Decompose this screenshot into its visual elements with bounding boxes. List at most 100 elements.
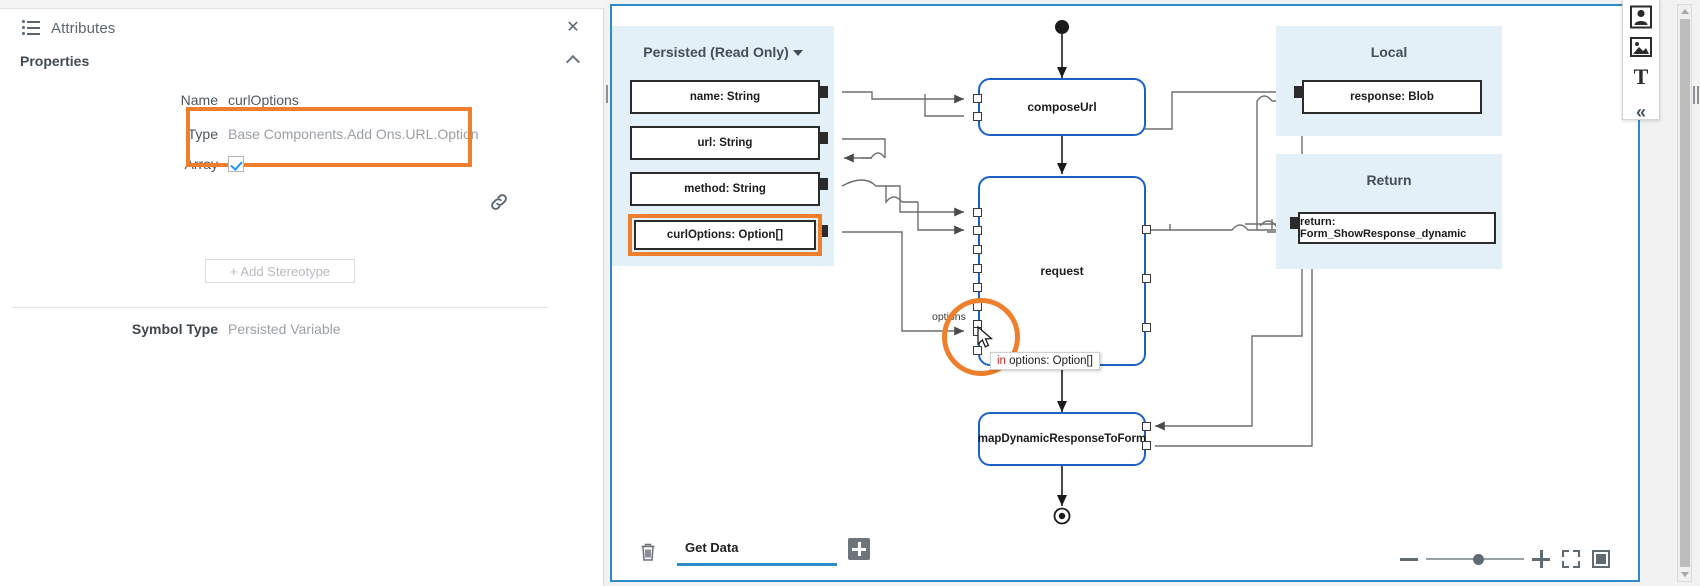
tooltip-keyword: in (997, 355, 1006, 367)
tab-get-data-label: Get Data (685, 540, 739, 555)
port-label-options: options (932, 311, 966, 323)
zoom-slider-thumb[interactable] (1473, 554, 1484, 565)
scope-persisted-title-text: Persisted (Read Only) (643, 44, 789, 60)
node-composeurl-input-port-1[interactable] (973, 94, 982, 103)
name-value[interactable]: curlOptions (228, 92, 299, 108)
zoom-controls (1400, 550, 1610, 568)
top-strip (0, 0, 604, 8)
scroll-down-arrow-icon[interactable] (1681, 572, 1689, 577)
port-tooltip: in options: Option[] (990, 352, 1100, 370)
add-tab-button[interactable] (848, 538, 870, 560)
variable-response-blob[interactable]: response: Blob (1302, 80, 1482, 114)
node-composeurl[interactable]: composeUrl (978, 78, 1146, 136)
canvas-bottom-bar: Get Data (612, 534, 1638, 580)
chevron-up-icon[interactable] (567, 53, 581, 63)
add-stereotype-button[interactable]: + Add Stereotype (205, 259, 355, 283)
right-panel-grip[interactable] (1692, 86, 1700, 104)
scope-persisted-title[interactable]: Persisted (Read Only) (612, 44, 834, 60)
scroll-thumb[interactable] (1680, 19, 1690, 567)
symbol-type-label: Symbol Type (131, 321, 218, 337)
node-label: mapDynamicResponseToForm (977, 433, 1147, 445)
chevron-down-icon[interactable] (792, 50, 803, 57)
array-checkbox[interactable] (228, 156, 244, 172)
variable-label: name: String (689, 91, 761, 103)
connector-lines (841, 20, 1313, 525)
variable-pin[interactable] (818, 86, 828, 98)
scroll-up-arrow-icon[interactable] (1681, 9, 1689, 14)
properties-form: Name curlOptions Type Base Components.Ad… (0, 85, 603, 337)
variable-pin[interactable] (818, 132, 828, 144)
variable-pin[interactable] (1290, 217, 1300, 229)
variable-pin[interactable] (818, 178, 828, 190)
shape-tool-palette: T « (1622, 0, 1660, 122)
variable-curloptions-option-array[interactable]: curlOptions: Option[] (634, 220, 816, 250)
node-request-output-port-1[interactable] (1142, 225, 1151, 234)
node-request-input-port-6[interactable] (973, 302, 982, 311)
type-value[interactable]: Base Components.Add Ons.URL.Option (228, 126, 479, 142)
tooltip-text: options: Option[] (1005, 355, 1093, 367)
type-row: Type Base Components.Add Ons.URL.Option (0, 119, 603, 149)
scope-return-title-text: Return (1366, 172, 1412, 188)
node-request-input-port-4[interactable] (973, 264, 982, 273)
variable-url-string[interactable]: url: String (630, 126, 820, 160)
node-request-input-port-options[interactable] (973, 327, 982, 336)
node-request-output-port-3[interactable] (1142, 323, 1151, 332)
node-composeurl-input-port-2[interactable] (973, 112, 982, 121)
list-icon (22, 20, 40, 35)
variable-label: return: Form_ShowResponse_dynamic (1300, 216, 1467, 240)
node-request-input-port-5[interactable] (973, 283, 982, 292)
attributes-panel-title: Attributes (51, 19, 116, 37)
link-icon[interactable] (487, 190, 511, 214)
collapse-panel-icon[interactable]: « (1635, 102, 1646, 122)
fit-to-screen-icon[interactable] (1562, 550, 1580, 568)
variable-return-form[interactable]: return: Form_ShowResponse_dynamic (1298, 212, 1496, 244)
start-node (1055, 20, 1069, 34)
symbol-type-value: Persisted Variable (228, 321, 341, 337)
node-request-input-port-3[interactable] (973, 245, 982, 254)
image-shape-icon[interactable] (1628, 34, 1654, 60)
zoom-in-icon[interactable] (1532, 550, 1550, 568)
node-request-input-port-9[interactable] (973, 346, 982, 355)
text-shape-icon[interactable]: T (1633, 64, 1649, 89)
node-mapdynamicresponsetoform[interactable]: mapDynamicResponseToForm (978, 412, 1146, 466)
array-row: Array (0, 149, 603, 179)
symbol-type-row: Symbol Type Persisted Variable (0, 321, 341, 337)
scope-local-title: Local (1276, 44, 1502, 60)
scope-return (1276, 154, 1502, 269)
node-request-input-port-2[interactable] (973, 226, 982, 235)
zoom-out-icon[interactable] (1400, 557, 1418, 561)
variable-label: curlOptions: Option[] (666, 229, 784, 241)
variable-method-string[interactable]: method: String (630, 172, 820, 206)
node-map-input-port-1[interactable] (1142, 422, 1151, 431)
type-label: Type (187, 126, 218, 142)
center-view-icon[interactable] (1592, 550, 1610, 568)
trash-icon[interactable] (639, 542, 657, 562)
vertical-scrollbar[interactable] (1677, 4, 1692, 582)
person-shape-icon[interactable] (1628, 4, 1654, 30)
node-label: composeUrl (1027, 100, 1097, 114)
scope-local-title-text: Local (1370, 44, 1408, 60)
variable-pin[interactable] (1294, 86, 1304, 98)
zoom-slider[interactable] (1426, 551, 1524, 567)
variable-pin[interactable] (818, 225, 828, 237)
array-label: Array (184, 156, 218, 172)
diagram-canvas[interactable]: Persisted (Read Only) name: String url: … (610, 4, 1640, 582)
node-request[interactable]: request (978, 176, 1146, 366)
node-request-output-port-2[interactable] (1142, 274, 1151, 283)
variable-name-string[interactable]: name: String (630, 80, 820, 114)
node-label: request (1040, 264, 1084, 278)
variable-label: response: Blob (1350, 91, 1434, 103)
name-row: Name curlOptions (0, 85, 603, 115)
properties-section-header: Properties (0, 47, 603, 69)
variable-label: method: String (684, 183, 766, 195)
section-divider (12, 307, 548, 308)
end-node (1053, 507, 1071, 525)
properties-label: Properties (20, 53, 90, 69)
tab-get-data[interactable]: Get Data (677, 540, 837, 566)
variable-label: url: String (697, 137, 753, 149)
name-label: Name (180, 92, 218, 108)
node-request-input-port-1[interactable] (973, 208, 982, 217)
node-map-input-port-2[interactable] (1142, 441, 1151, 450)
close-icon[interactable]: ✕ (566, 19, 580, 36)
